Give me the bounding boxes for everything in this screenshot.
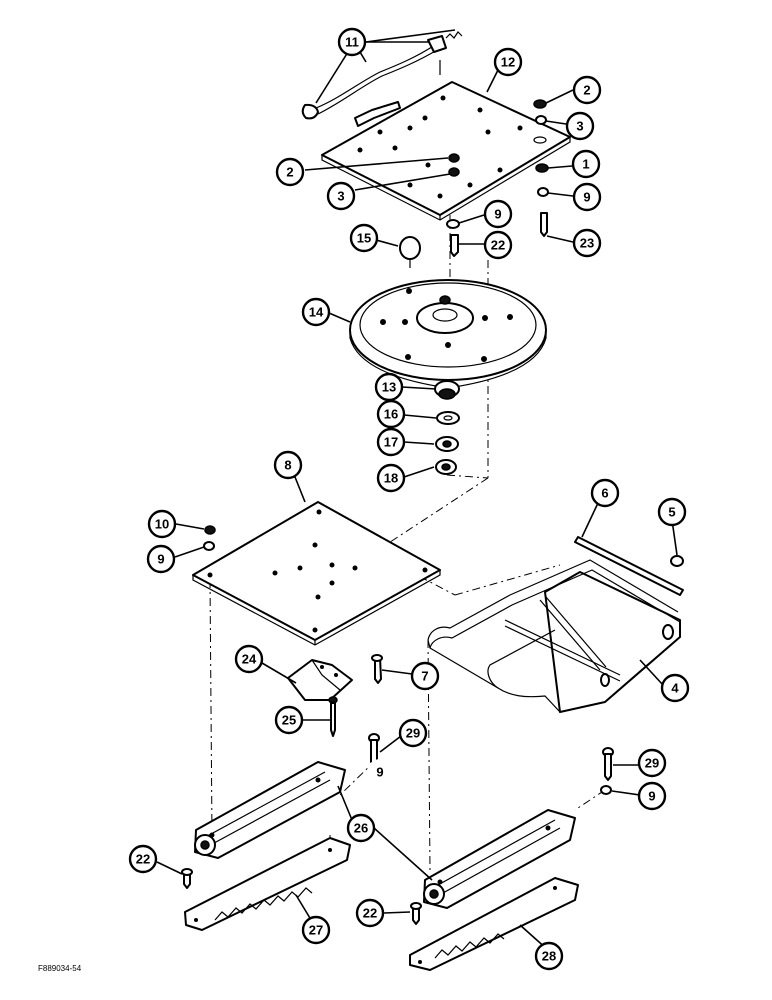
- bolt-7: [371, 654, 383, 684]
- callout-28: 28: [534, 941, 564, 971]
- callout-29: 29: [398, 718, 428, 748]
- callout-label: 5: [668, 505, 675, 520]
- callout-label: 23: [580, 236, 594, 251]
- callout-label: 2: [286, 165, 293, 180]
- callout-label: 22: [136, 852, 150, 867]
- callout-label: 9: [494, 207, 501, 222]
- callout-label: 22: [363, 906, 377, 921]
- callout-label: 9: [583, 190, 590, 205]
- nut-5: [670, 555, 684, 567]
- callout-label: 10: [155, 517, 169, 532]
- callout-24: 24: [234, 644, 264, 674]
- seat-rail-left: [194, 761, 346, 859]
- bracket: [287, 659, 353, 701]
- callout-label: 1: [582, 157, 589, 172]
- base-plate: [192, 501, 441, 646]
- callout-5: 5: [657, 497, 687, 527]
- callout-3: 3: [565, 111, 595, 141]
- callout-26: 26: [346, 813, 376, 843]
- ratchet-right: [409, 877, 579, 971]
- figure-code: F889034-54: [38, 964, 82, 973]
- callout-10: 10: [147, 509, 177, 539]
- callout-label: 13: [382, 380, 396, 395]
- callout-label: 18: [384, 471, 398, 486]
- callout-27: 27: [301, 915, 331, 945]
- callout-9: 9: [146, 544, 176, 574]
- callout-2: 2: [275, 157, 305, 187]
- swivel-disc: [349, 279, 547, 389]
- callout-label: 6: [601, 486, 608, 501]
- callout-16: 16: [376, 399, 406, 429]
- callout-label: 9: [157, 552, 164, 567]
- ratchet-left: [184, 837, 351, 931]
- callout-label: 16: [384, 407, 398, 422]
- callout-label: 12: [501, 55, 515, 70]
- screw-25: [328, 696, 338, 737]
- lower-hardware: [181, 733, 614, 925]
- callout-1: 1: [571, 149, 601, 179]
- callout-label: 3: [576, 119, 583, 134]
- callout-label: 17: [384, 435, 398, 450]
- callout-12: 12: [493, 47, 523, 77]
- callout-label: 9: [376, 765, 383, 780]
- callout-label: 9: [648, 789, 655, 804]
- callout-9: 9: [637, 781, 667, 811]
- callout-label: 22: [491, 238, 505, 253]
- callout-label: 29: [645, 756, 659, 771]
- seat-rail-right: [423, 809, 576, 909]
- callout-9: 9: [572, 182, 602, 212]
- callout-7: 7: [410, 661, 440, 691]
- bearing-stack: [434, 380, 460, 475]
- callout-label: 3: [337, 189, 344, 204]
- callout-label: 27: [309, 923, 323, 938]
- callout-11: 11: [337, 27, 367, 57]
- callout-13: 13: [374, 372, 404, 402]
- callout-9: 9: [483, 199, 513, 229]
- callout-22: 22: [128, 844, 158, 874]
- rod: [574, 536, 684, 596]
- callout-22: 22: [355, 898, 385, 928]
- callout-label: 11: [345, 35, 359, 50]
- callout-17: 17: [376, 427, 406, 457]
- callout-6: 6: [590, 478, 620, 508]
- callout-label: 14: [309, 305, 324, 320]
- callout-label: 7: [421, 669, 428, 684]
- callout-18: 18: [376, 463, 406, 493]
- callout-29: 29: [637, 748, 667, 778]
- lever-assembly: [301, 31, 463, 127]
- callout-14: 14: [301, 297, 331, 327]
- callout-9: 9: [367, 759, 393, 785]
- knob: [399, 236, 421, 268]
- callout-22: 22: [483, 230, 513, 260]
- callout-8: 8: [273, 450, 303, 480]
- callout-2: 2: [572, 75, 602, 105]
- seat-frame: [427, 559, 681, 713]
- callout-label: 8: [284, 458, 291, 473]
- callout-4: 4: [660, 673, 690, 703]
- callout-25: 25: [274, 705, 304, 735]
- callout-label: 4: [671, 681, 679, 696]
- callout-label: 2: [583, 83, 590, 98]
- top-hardware: [446, 99, 549, 257]
- callout-15: 15: [349, 223, 379, 253]
- callout-label: 26: [354, 821, 368, 836]
- callout-label: 15: [357, 231, 371, 246]
- callout-3: 3: [326, 181, 356, 211]
- callout-label: 24: [242, 652, 257, 667]
- callout-label: 25: [282, 713, 296, 728]
- callout-23: 23: [572, 228, 602, 258]
- top-plate: [321, 81, 571, 221]
- callout-label: 28: [542, 949, 556, 964]
- callout-label: 29: [406, 726, 420, 741]
